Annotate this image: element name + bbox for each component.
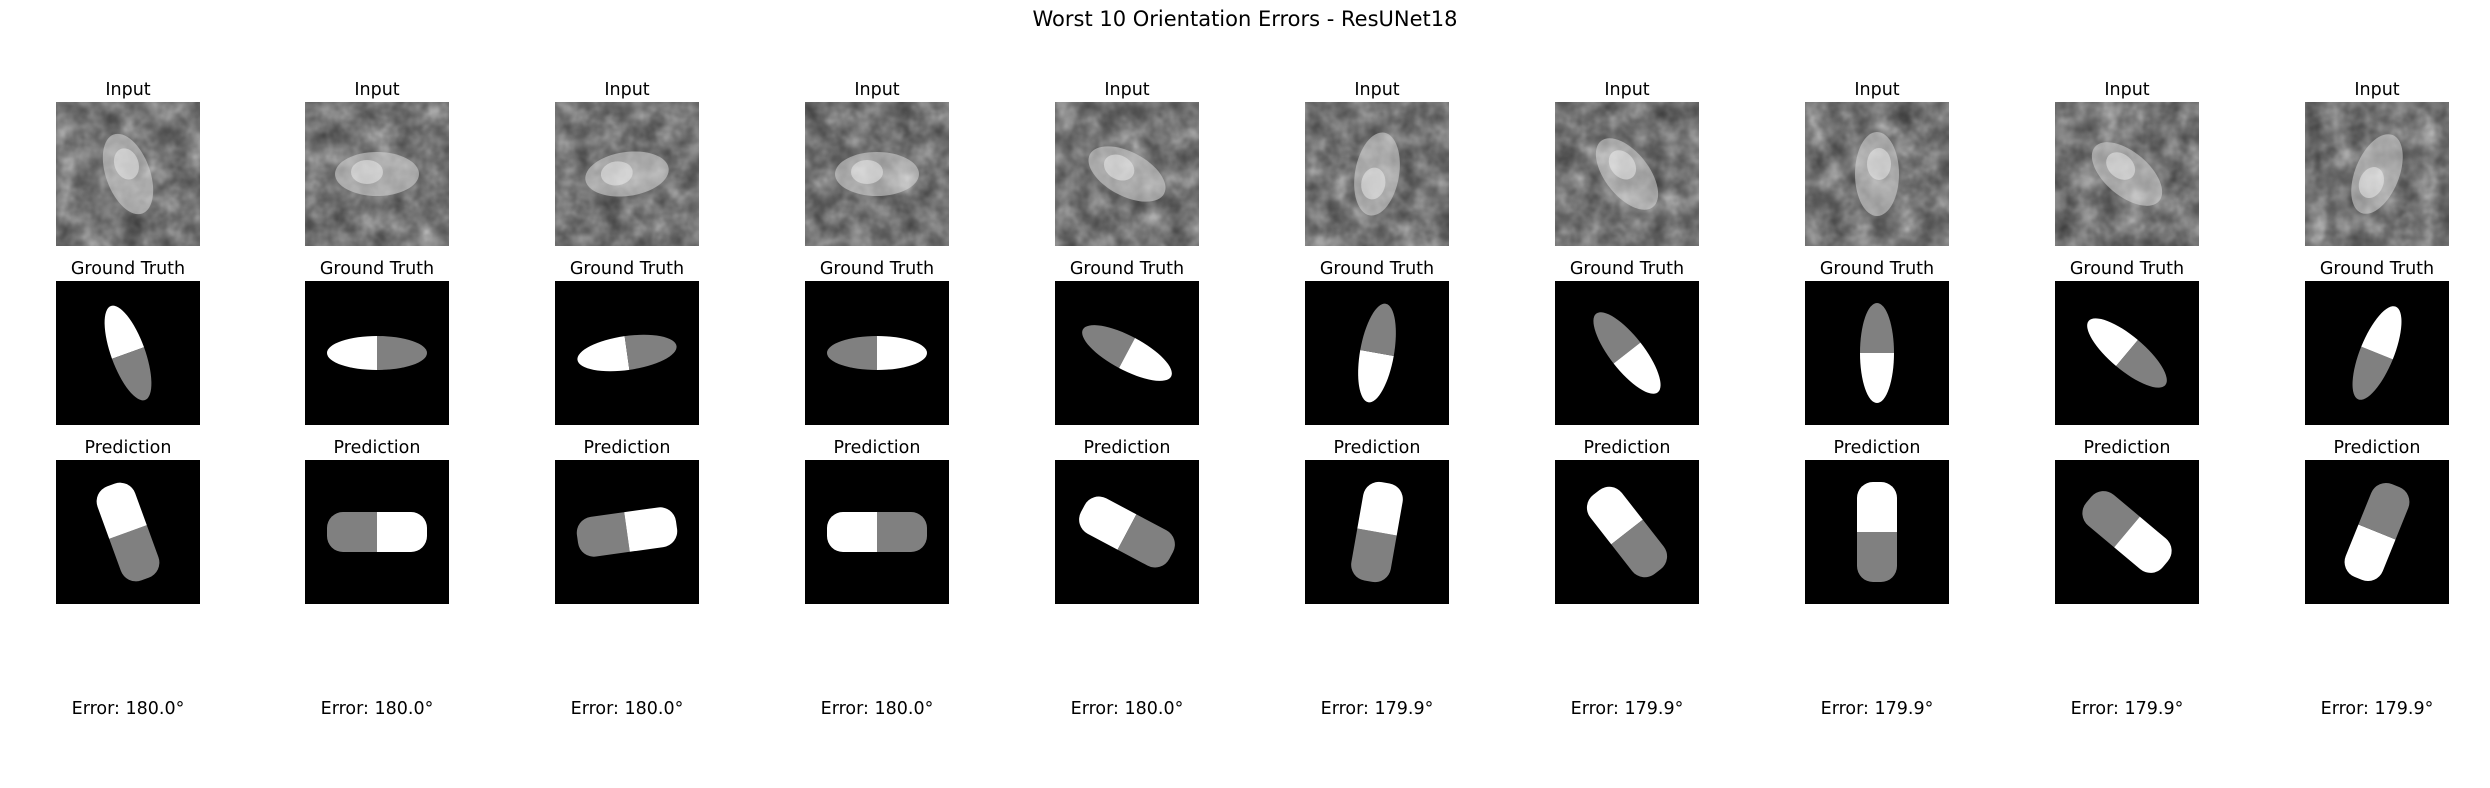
ground-truth-mask xyxy=(1805,281,1949,425)
ground-truth-mask xyxy=(1055,281,1199,425)
input-label: Input xyxy=(2104,80,2150,100)
prediction-mask xyxy=(1555,460,1699,604)
prediction-label: Prediction xyxy=(1583,438,1671,458)
input-image xyxy=(2305,102,2449,246)
ground-truth-mask xyxy=(805,281,949,425)
prediction-mask xyxy=(2305,460,2449,604)
prediction-label: Prediction xyxy=(583,438,671,458)
input-label: Input xyxy=(354,80,400,100)
prediction-label: Prediction xyxy=(84,438,172,458)
orientation-error-text: Error: 179.9° xyxy=(1570,699,1684,719)
input-label: Input xyxy=(604,80,650,100)
orientation-error-text: Error: 179.9° xyxy=(1320,699,1434,719)
input-label: Input xyxy=(854,80,900,100)
prediction-mask xyxy=(805,460,949,604)
ground-truth-label: Ground Truth xyxy=(1569,259,1685,279)
figure-title: Worst 10 Orientation Errors - ResUNet18 xyxy=(1032,7,1458,31)
prediction-mask xyxy=(56,460,200,604)
ground-truth-label: Ground Truth xyxy=(70,259,186,279)
prediction-label: Prediction xyxy=(1083,438,1171,458)
input-image xyxy=(1055,102,1199,246)
prediction-label: Prediction xyxy=(2083,438,2171,458)
input-image xyxy=(1305,102,1449,246)
prediction-label: Prediction xyxy=(1833,438,1921,458)
prediction-label: Prediction xyxy=(1333,438,1421,458)
input-label: Input xyxy=(1354,80,1400,100)
input-image xyxy=(1555,102,1699,246)
ground-truth-label: Ground Truth xyxy=(2319,259,2435,279)
prediction-mask xyxy=(1305,460,1449,604)
orientation-error-text: Error: 180.0° xyxy=(570,699,684,719)
prediction-mask xyxy=(555,460,699,604)
orientation-error-text: Error: 180.0° xyxy=(820,699,934,719)
prediction-mask xyxy=(305,460,449,604)
prediction-label: Prediction xyxy=(833,438,921,458)
ground-truth-label: Ground Truth xyxy=(1819,259,1935,279)
orientation-error-text: Error: 179.9° xyxy=(1820,699,1934,719)
input-label: Input xyxy=(1854,80,1900,100)
input-image xyxy=(305,102,449,246)
ground-truth-label: Ground Truth xyxy=(319,259,435,279)
input-image xyxy=(555,102,699,246)
ground-truth-label: Ground Truth xyxy=(1319,259,1435,279)
prediction-mask xyxy=(1805,460,1949,604)
input-image xyxy=(805,102,949,246)
ground-truth-label: Ground Truth xyxy=(819,259,935,279)
ground-truth-label: Ground Truth xyxy=(569,259,685,279)
ground-truth-mask xyxy=(1305,281,1449,425)
prediction-label: Prediction xyxy=(2333,438,2421,458)
input-label: Input xyxy=(105,80,151,100)
ground-truth-mask xyxy=(555,281,699,425)
input-label: Input xyxy=(1604,80,1650,100)
input-image xyxy=(1805,102,1949,246)
ground-truth-mask xyxy=(56,281,200,425)
prediction-mask xyxy=(1055,460,1199,604)
ground-truth-label: Ground Truth xyxy=(2069,259,2185,279)
input-image xyxy=(2055,102,2199,246)
prediction-mask xyxy=(2055,460,2199,604)
orientation-error-text: Error: 180.0° xyxy=(320,699,434,719)
orientation-error-text: Error: 179.9° xyxy=(2320,699,2434,719)
orientation-error-text: Error: 180.0° xyxy=(1070,699,1184,719)
input-image xyxy=(56,102,200,246)
ground-truth-mask xyxy=(305,281,449,425)
prediction-label: Prediction xyxy=(333,438,421,458)
ground-truth-label: Ground Truth xyxy=(1069,259,1185,279)
orientation-error-text: Error: 180.0° xyxy=(71,699,185,719)
input-label: Input xyxy=(2354,80,2400,100)
input-label: Input xyxy=(1104,80,1150,100)
ground-truth-mask xyxy=(2055,281,2199,425)
ground-truth-mask xyxy=(2305,281,2449,425)
orientation-error-text: Error: 179.9° xyxy=(2070,699,2184,719)
ground-truth-mask xyxy=(1555,281,1699,425)
